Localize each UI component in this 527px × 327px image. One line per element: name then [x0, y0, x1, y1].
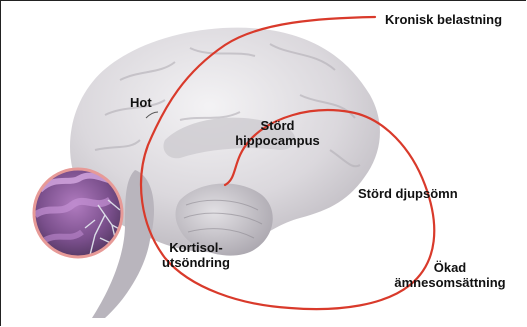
label-cortisol-line2: utsöndring: [155, 255, 237, 270]
label-hippocampus: Störd hippocampus: [230, 118, 325, 148]
label-chronic-load: Kronisk belastning: [385, 12, 502, 27]
label-deep-sleep: Störd djupsömn: [358, 186, 458, 201]
label-metabolism: Ökad ämnesomsättning: [385, 260, 515, 290]
label-hippocampus-line1: Störd: [230, 118, 325, 133]
label-hippocampus-line2: hippocampus: [230, 133, 325, 148]
label-cortisol-line1: Kortisol-: [155, 240, 237, 255]
label-threat: Hot: [130, 95, 152, 110]
label-cortisol: Kortisol- utsöndring: [155, 240, 237, 270]
label-metabolism-line1: Ökad: [385, 260, 515, 275]
label-metabolism-line2: ämnesomsättning: [385, 275, 515, 290]
